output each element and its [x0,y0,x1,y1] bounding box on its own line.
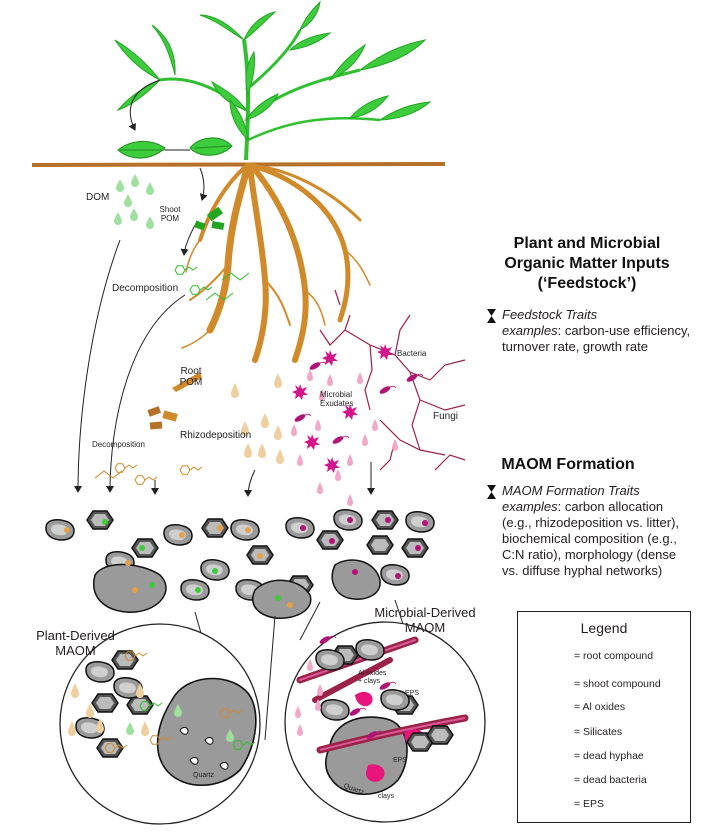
rhizodeposition-droplets [231,373,284,464]
eps-label-1: EPS [405,690,420,697]
fallen-leaves [117,137,233,159]
decomposition-lower-label: Decomposition [92,440,145,449]
feedstock-heading: Plant and Microbial Organic Matter Input… [504,235,670,292]
decomposition-top-label: Decomposition [112,283,179,294]
legend-item-root-compound: = root compound [574,650,654,662]
feedstock-traits-title: Feedstock Traits [502,307,598,322]
dom-label: DOM [86,192,110,203]
legend-box: Legend = root compound = shoot compound … [517,611,691,823]
feedstock-hourglass-icon [487,309,496,323]
plant-derived-maom-label: Plant-Derived MAOM [36,628,115,658]
root-pom-label: Root POM [179,366,203,388]
feedstock-traits: Feedstock Traits examples: carbon-use ef… [502,307,690,355]
maom-traits: MAOM Formation Traits examples: carbon a… [502,483,679,579]
plant-shoot [114,0,432,161]
clays-label: clays [378,793,394,800]
bacteria-label: Bacteria [397,349,427,358]
plant-roots [181,162,371,363]
maom-examples-label: examples [502,499,558,514]
soil-surface-line [31,162,446,167]
maom-examples-text: : carbon allocation (e.g., rhizodepositi… [502,499,680,578]
maom-hourglass-icon [487,485,496,499]
root-molecules [94,463,203,485]
legend-item-shoot-compound: = shoot compound [574,678,661,690]
legend-title: Legend [580,620,628,636]
legend-item-silicates: = Silicates [574,726,623,738]
legend-item-dead-hyphae: = dead hyphae [574,750,644,762]
dom-droplets [114,174,154,229]
microbial-derived-maom-circle [284,621,486,823]
feedstock-examples-label: examples [502,323,558,338]
microbial-derived-maom-label: Microbial-Derived MAOM [374,605,476,635]
al-oxides-clays-label: Al oxides + clays [358,670,387,685]
mineral-aggregate-row [45,509,435,619]
root-pom [147,372,202,430]
legend-item-eps: = EPS [574,798,605,810]
legend-item-dead-bacteria: = dead bacteria [574,774,647,786]
shoot-pom-label: Shoot POM [159,205,181,223]
eps-label-2: EPS [393,757,408,764]
feedstock-examples-text: : carbon-use efficiency, turnover rate, … [502,323,691,354]
microbes [291,344,424,506]
maom-formation-heading: MAOM Formation [501,456,635,473]
maom-traits-title: MAOM Formation Traits [502,483,640,498]
fungi-label: Fungi [433,411,459,422]
process-arrows [74,79,375,497]
legend-item-al-oxides: = Al oxides [574,701,626,713]
rhizodeposition-label: Rhizodeposition [180,430,252,441]
quartz-left-label: Quartz [193,772,215,779]
plant-derived-maom-circle [59,623,261,825]
shoot-pom [193,206,225,231]
shoot-molecules [174,265,250,301]
microbial-exudates-label: Microbial Exudates [320,390,354,408]
